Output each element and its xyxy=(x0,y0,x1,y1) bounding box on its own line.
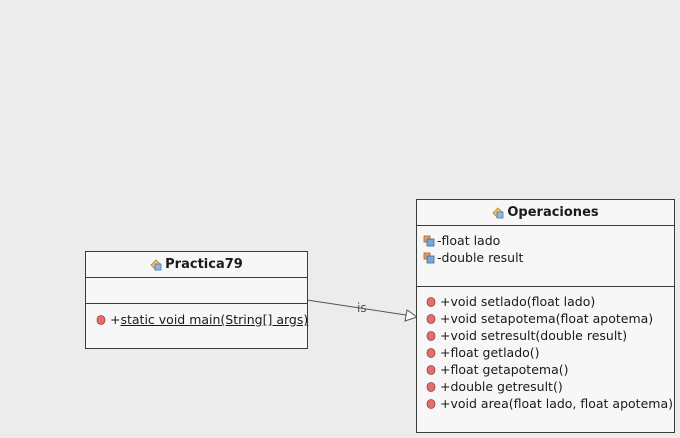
method-row[interactable]: + void setapotema(float apotema) xyxy=(426,310,674,327)
attribute-visibility: - xyxy=(437,250,442,265)
method-signature: float getlado() xyxy=(450,345,540,360)
method-row[interactable]: + void setlado(float lado) xyxy=(426,293,674,310)
class-operaciones-methods: + void setlado(float lado) + void setapo… xyxy=(417,287,674,412)
method-signature: double getresult() xyxy=(450,379,563,394)
method-visibility: + xyxy=(440,362,451,377)
class-practica79-methods: + static void main(String[] args) xyxy=(86,304,309,328)
method-signature: void area(float lado, float apotema) xyxy=(450,396,673,411)
method-icon xyxy=(426,347,438,359)
method-visibility: + xyxy=(440,294,451,309)
class-icon xyxy=(492,206,504,219)
method-icon xyxy=(426,381,438,393)
attribute-row[interactable]: - double result xyxy=(423,249,674,266)
field-icon xyxy=(423,252,435,264)
method-row[interactable]: + float getlado() xyxy=(426,344,674,361)
class-operaciones-attributes: - float lado - double result xyxy=(417,226,674,287)
method-signature: static void main(String[] args) xyxy=(120,312,309,327)
method-icon xyxy=(96,314,108,326)
generalization-arrowhead xyxy=(404,309,419,322)
method-signature: void setapotema(float apotema) xyxy=(450,311,654,326)
method-visibility: + xyxy=(440,345,451,360)
generalization-line xyxy=(306,299,407,316)
method-icon xyxy=(426,364,438,376)
method-visibility: + xyxy=(110,312,121,327)
method-row[interactable]: + static void main(String[] args) xyxy=(96,311,309,328)
method-row[interactable]: + void area(float lado, float apotema) xyxy=(426,395,674,412)
method-signature: void setresult(double result) xyxy=(450,328,628,343)
method-row[interactable]: + void setresult(double result) xyxy=(426,327,674,344)
method-visibility: + xyxy=(440,328,451,343)
class-operaciones-header: Operaciones xyxy=(417,200,674,226)
method-icon xyxy=(426,330,438,342)
field-icon xyxy=(423,235,435,247)
class-operaciones[interactable]: Operaciones - float lado - double result… xyxy=(416,199,675,433)
class-practica79-attributes xyxy=(86,278,307,304)
class-practica79-name: Practica79 xyxy=(165,257,243,272)
method-visibility: + xyxy=(440,379,451,394)
method-signature: float getapotema() xyxy=(450,362,569,377)
attribute-text: float lado xyxy=(441,233,501,248)
method-icon xyxy=(426,296,438,308)
method-signature: void setlado(float lado) xyxy=(450,294,596,309)
class-icon xyxy=(150,258,162,271)
class-operaciones-name: Operaciones xyxy=(507,205,599,220)
method-visibility: + xyxy=(440,311,451,326)
method-icon xyxy=(426,398,438,410)
method-icon xyxy=(426,313,438,325)
attribute-text: double result xyxy=(441,250,524,265)
method-row[interactable]: + float getapotema() xyxy=(426,361,674,378)
class-practica79-header: Practica79 xyxy=(86,252,307,278)
method-visibility: + xyxy=(440,396,451,411)
method-row[interactable]: + double getresult() xyxy=(426,378,674,395)
class-practica79[interactable]: Practica79 + static void main(String[] a… xyxy=(85,251,308,349)
attribute-row[interactable]: - float lado xyxy=(423,232,674,249)
relation-label: is xyxy=(357,301,367,315)
attribute-visibility: - xyxy=(437,233,442,248)
